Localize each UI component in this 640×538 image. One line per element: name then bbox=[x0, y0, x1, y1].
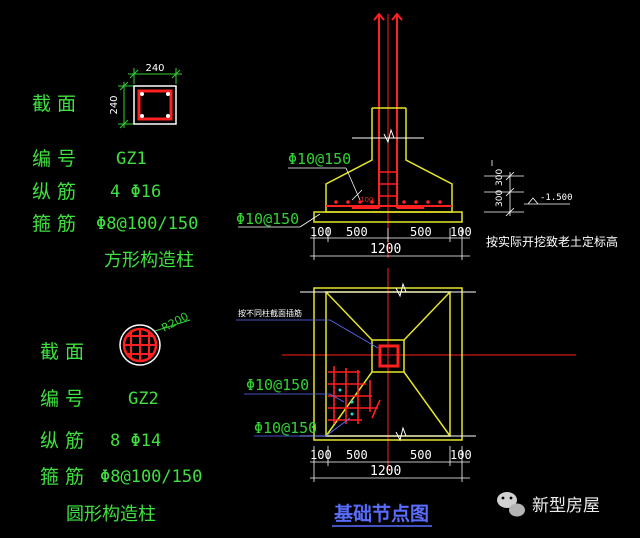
round-column-detail: R200 截 面 编 号 GZ2 纵 筋 8 Φ14 箍 筋 Φ8@100/15… bbox=[40, 310, 202, 525]
elevation-dim-2: 300 bbox=[495, 190, 505, 207]
square-dim-side: 240 bbox=[109, 95, 120, 114]
plan-dim-total: 1200 bbox=[370, 464, 401, 479]
square-stirrup-label: 箍 筋 bbox=[32, 213, 76, 235]
plan-column-rebar bbox=[378, 344, 400, 368]
rebar-arrow-left bbox=[373, 12, 385, 21]
square-number-label: 编 号 bbox=[32, 148, 76, 170]
plan-rebar-label-1: Φ10@150 bbox=[246, 376, 309, 394]
elevation-marker bbox=[484, 160, 570, 217]
section-small-note: 100 bbox=[360, 196, 373, 204]
column-vertical-rebars bbox=[352, 14, 424, 209]
plan-leaders bbox=[236, 319, 379, 437]
radius-leader bbox=[154, 319, 191, 332]
square-column-stirrup bbox=[137, 89, 173, 121]
footing-base bbox=[313, 211, 463, 223]
section-rebar-bottom-label: Φ10@150 bbox=[236, 210, 299, 228]
elevation-dim-1: 300 bbox=[495, 169, 505, 186]
plan-hatch-dots bbox=[338, 388, 354, 416]
round-column-grid bbox=[124, 329, 156, 361]
round-number-label: 编 号 bbox=[40, 388, 84, 410]
round-stirrup-value: Φ8@100/150 bbox=[100, 467, 202, 487]
square-long-bar-value: 4 Φ16 bbox=[110, 182, 161, 202]
square-dim-top: 240 bbox=[145, 63, 164, 74]
section-dimension-lines bbox=[310, 228, 470, 260]
section-rebar-top-label: Φ10@150 bbox=[288, 150, 351, 168]
square-column-detail: 240 240 截 面 编 号 GZ1 纵 筋 4 Φ16 箍 筋 Φ8@100… bbox=[32, 63, 198, 271]
round-radius-label: R200 bbox=[159, 310, 190, 335]
foundation-plan-view: 按不同柱截面插筋 Φ10@150 Φ10@150 100 500 500 100… bbox=[236, 268, 576, 482]
elevation-note: 按实际开挖致老土定标高 bbox=[486, 234, 618, 249]
round-long-bar-label: 纵 筋 bbox=[40, 430, 84, 452]
plan-dimension-lines bbox=[310, 446, 470, 482]
square-dimension-lines bbox=[118, 68, 182, 129]
round-stirrup-label: 箍 筋 bbox=[40, 466, 84, 488]
square-caption: 方形构造柱 bbox=[104, 250, 194, 271]
round-number-value: GZ2 bbox=[128, 389, 159, 409]
wechat-icon bbox=[497, 492, 525, 517]
footing-bar-dots bbox=[334, 200, 442, 204]
plan-dim-4: 100 bbox=[450, 448, 472, 462]
square-section-label: 截 面 bbox=[32, 93, 76, 115]
square-number-value: GZ1 bbox=[116, 149, 147, 169]
plan-rebar-hatch bbox=[328, 366, 381, 424]
section-break-symbol bbox=[352, 128, 424, 144]
plan-dim-1: 100 bbox=[310, 448, 332, 462]
round-section-label: 截 面 bbox=[40, 341, 84, 363]
rebar-arrow-right bbox=[391, 12, 403, 21]
round-caption: 圆形构造柱 bbox=[66, 504, 156, 525]
square-stirrup-value: Φ8@100/150 bbox=[96, 214, 198, 234]
plan-dim-2: 500 bbox=[346, 448, 368, 462]
plan-dim-3: 500 bbox=[410, 448, 432, 462]
section-dim-1: 100 bbox=[310, 225, 332, 239]
section-dim-total: 1200 bbox=[370, 242, 401, 257]
square-column-outline bbox=[133, 85, 177, 125]
plan-note: 按不同柱截面插筋 bbox=[238, 308, 302, 318]
square-long-bar-label: 纵 筋 bbox=[32, 181, 76, 203]
round-column-outline bbox=[119, 324, 161, 366]
square-column-bars bbox=[140, 92, 170, 118]
section-dim-2: 500 bbox=[346, 225, 368, 239]
elevation-value: -1.500 bbox=[540, 193, 573, 203]
drawing-title: 基础节点图 bbox=[333, 502, 429, 525]
round-long-bar-value: 8 Φ14 bbox=[110, 431, 161, 451]
pedestal-stirrups bbox=[379, 171, 397, 197]
section-leaders bbox=[238, 167, 363, 228]
watermark-text: 新型房屋 bbox=[532, 496, 600, 516]
section-dim-3: 500 bbox=[410, 225, 432, 239]
section-dim-4: 100 bbox=[450, 225, 472, 239]
plan-break-lines bbox=[300, 282, 476, 442]
plan-rebar-label-2: Φ10@150 bbox=[254, 419, 317, 437]
foundation-section-view: Φ10@150 Φ10@150 100 100 500 500 100 1200 bbox=[236, 12, 618, 260]
